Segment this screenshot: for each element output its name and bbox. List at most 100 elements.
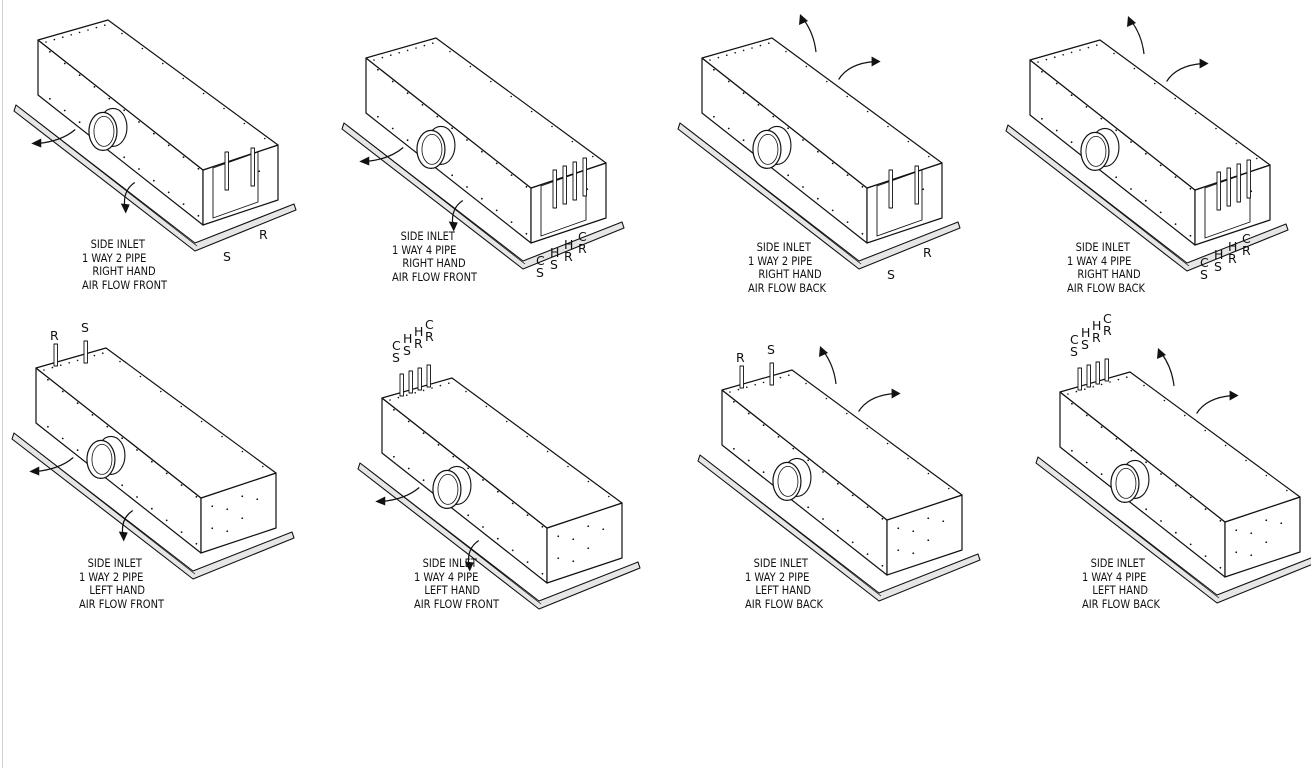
page-edge-line — [2, 0, 3, 768]
pipe-label: H — [1228, 239, 1237, 254]
pipe-label: S — [403, 343, 411, 358]
caption-line: LEFT HAND — [1092, 583, 1149, 598]
mounting-flange — [357, 462, 641, 610]
box-top-face — [37, 19, 279, 171]
pipe-connections — [212, 147, 259, 219]
caption-line: 1 WAY 4 PIPE — [392, 242, 457, 257]
pipe-connections — [540, 157, 587, 237]
airflow-arrow — [858, 392, 895, 412]
round-side-inlet — [416, 129, 446, 170]
pipe-connections — [876, 165, 923, 237]
mounting-flange — [341, 122, 625, 270]
pipe-label: H — [1092, 318, 1101, 333]
airflow-arrow — [823, 351, 837, 385]
caption-line: SIDE INLET — [1090, 556, 1145, 570]
pipe-label: H — [550, 245, 559, 260]
pipe-label: R — [564, 249, 573, 264]
airflow-arrow-head — [819, 346, 828, 357]
pipe-label: R — [1092, 330, 1101, 345]
unit-drawing-side-inlet-1way-2pipe-right-back: SR — [677, 14, 961, 282]
caption-line: SIDE INLET — [422, 556, 477, 570]
caption-line: AIR FLOW BACK — [1067, 280, 1146, 295]
pipe-label: S — [767, 342, 775, 357]
pipe-label: C — [1070, 332, 1079, 347]
box-top-face — [701, 37, 943, 189]
airflow-arrow — [451, 200, 464, 225]
airflow-arrow — [1131, 21, 1145, 55]
caption-line: LEFT HAND — [424, 583, 481, 598]
mounting-flange — [1035, 456, 1311, 604]
caption-line: 1 WAY 2 PIPE — [745, 569, 810, 584]
airflow-arrow-head — [1229, 390, 1239, 401]
mounting-flange — [13, 104, 297, 252]
airflow-arrow-head — [118, 531, 128, 542]
caption-line: AIR FLOW BACK — [745, 596, 824, 611]
airflow-arrow — [1166, 62, 1203, 82]
pipe-connections — [1204, 159, 1251, 239]
pipe-label: R — [50, 328, 59, 343]
pipe-connections — [399, 364, 431, 397]
box-top-face — [35, 347, 277, 499]
airflow-arrow-head — [464, 561, 474, 572]
airflow-arrow — [838, 60, 875, 80]
caption-line: SIDE INLET — [87, 556, 142, 570]
pipe-label: C — [425, 317, 434, 332]
pipe-label: H — [1081, 325, 1090, 340]
pipe-label: H — [403, 331, 412, 346]
pipe-label: R — [1228, 251, 1237, 266]
round-side-inlet — [772, 461, 802, 502]
pipe-label: H — [564, 237, 573, 252]
caption-line: AIR FLOW BACK — [748, 280, 827, 295]
caption-line: LEFT HAND — [755, 583, 812, 598]
airflow-arrow-head — [871, 56, 881, 67]
pipe-label: H — [1214, 247, 1223, 262]
mounting-flange — [11, 432, 295, 580]
pipe-label: R — [923, 245, 932, 260]
pipe-label: R — [736, 350, 745, 365]
unit-drawing-side-inlet-1way-2pipe-left-back: RS — [697, 342, 981, 602]
box-top-face — [1029, 39, 1271, 191]
airflow-arrow-head — [1127, 16, 1136, 27]
pipe-label: H — [414, 324, 423, 339]
airflow-arrow — [1161, 353, 1175, 387]
airflow-arrow-head — [1199, 58, 1209, 69]
airflow-arrow-head — [891, 388, 901, 399]
caption-line: AIR FLOW FRONT — [392, 269, 478, 284]
pipe-label: R — [1103, 323, 1112, 338]
pipe-label: S — [1070, 344, 1078, 359]
airflow-arrow-head — [120, 203, 130, 214]
airflow-arrow — [803, 19, 817, 53]
caption-line: RIGHT HAND — [402, 256, 466, 271]
coil-connection-bracket — [212, 151, 259, 219]
caption-line: 1 WAY 4 PIPE — [1067, 253, 1132, 268]
round-side-inlet — [1110, 463, 1140, 504]
box-top-face — [721, 369, 963, 521]
pipe-label: R — [578, 241, 587, 256]
caption-line: RIGHT HAND — [1077, 267, 1141, 282]
airflow-arrow-head — [359, 156, 370, 166]
airflow-arrow-head — [448, 221, 458, 232]
pipe-label: S — [392, 350, 400, 365]
caption-line: RIGHT HAND — [758, 267, 822, 282]
pipe-label: S — [223, 249, 231, 264]
pipe-label: R — [259, 227, 268, 242]
pipe-label: C — [1103, 311, 1112, 326]
caption-line: 1 WAY 2 PIPE — [82, 250, 147, 265]
coil-connection-bracket — [876, 169, 923, 237]
caption-line: 1 WAY 4 PIPE — [1082, 569, 1147, 584]
pipe-label: R — [414, 336, 423, 351]
airflow-arrow-head — [799, 14, 808, 25]
airflow-arrow-head — [1157, 348, 1166, 359]
airflow-arrow — [467, 540, 480, 565]
airflow-arrow — [121, 510, 134, 535]
pipe-label: S — [536, 265, 544, 280]
